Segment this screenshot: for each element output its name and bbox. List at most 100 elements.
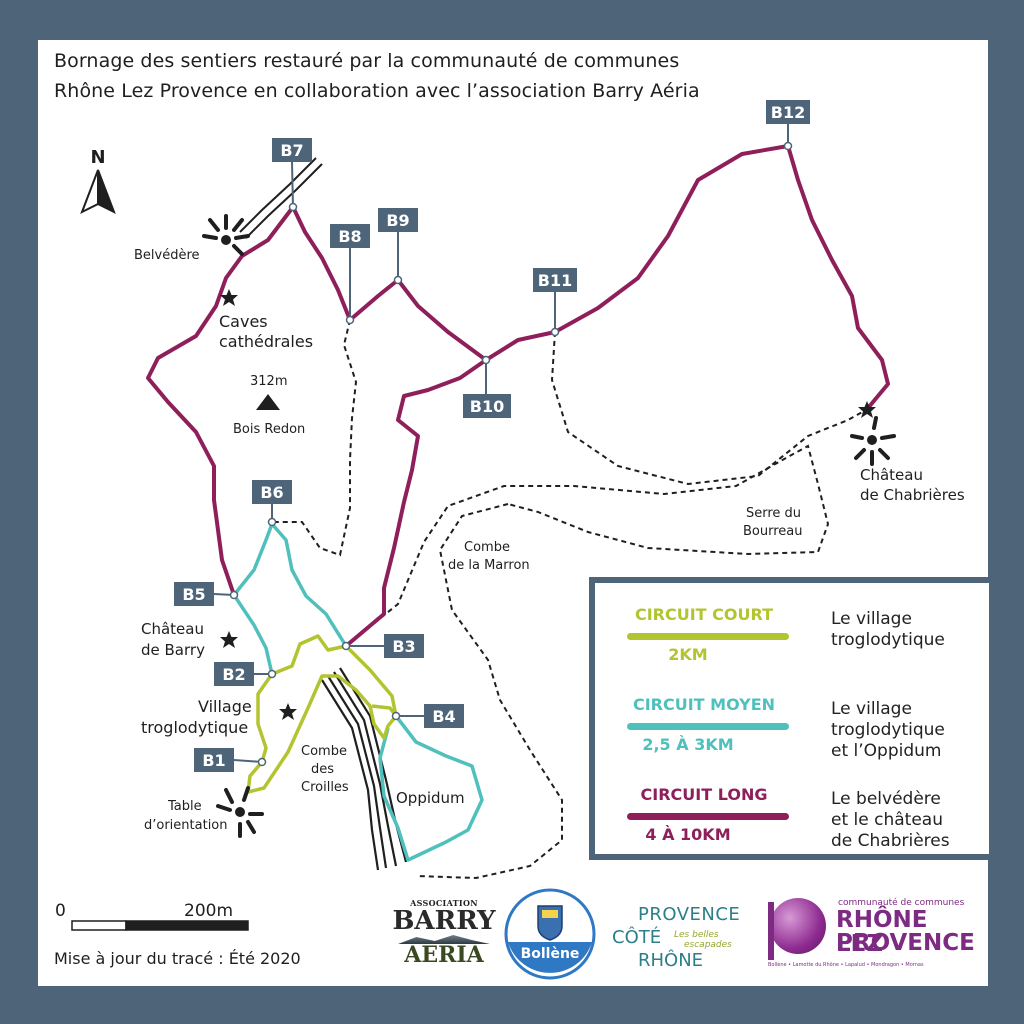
- legend-court-distance: 2KM: [668, 645, 708, 664]
- legend-long-distance: 4 À 10KM: [645, 825, 731, 844]
- marker-point: [783, 141, 793, 151]
- marker-box: [272, 138, 312, 162]
- barry-logo-line-1: ASSOCIATION: [410, 898, 478, 908]
- provence-line-2: CÔTÉ: [612, 927, 662, 948]
- legend-long-desc-1: Le belvédère: [831, 789, 941, 809]
- caves-star-icon: [220, 289, 238, 306]
- table-orientation-viewpoint-icon: [216, 786, 264, 838]
- marker-box: [424, 704, 464, 728]
- legend-moyen-swatch: [627, 723, 789, 730]
- marker-point: [393, 275, 403, 285]
- label-oppidum: Oppidum: [396, 789, 465, 807]
- marker-b11: B11: [533, 268, 577, 337]
- provence-line-3: RHÔNE: [638, 950, 704, 971]
- belvedere-viewpoint-icon: [202, 214, 250, 256]
- marker-label: B6: [260, 483, 283, 502]
- legend-court-swatch: [627, 633, 789, 640]
- place-labels: Belvédère Caves cathédrales 312m Bois Re…: [134, 248, 965, 833]
- marker-point: [267, 669, 277, 679]
- scale-start: 0: [55, 901, 66, 921]
- provence-tag-2: escapades: [684, 940, 732, 950]
- marker-label: B8: [338, 227, 361, 246]
- marker-point: [341, 641, 351, 651]
- track-b8-b6: [272, 319, 358, 557]
- marker-label: B1: [202, 751, 225, 770]
- legend-long-name: CIRCUIT LONG: [640, 785, 768, 804]
- label-croilles-2: des: [311, 762, 334, 777]
- marker-box: [766, 100, 810, 124]
- village-star-icon: [279, 703, 297, 720]
- circuit-moyen-path: [232, 522, 484, 862]
- legend-moyen-desc-1: Le village: [831, 699, 912, 719]
- marker-point: [550, 327, 560, 337]
- marker-b12: B12: [766, 100, 810, 151]
- north-label: N: [90, 147, 105, 168]
- dashed-tracks: [272, 319, 867, 880]
- marker-label: B2: [222, 665, 245, 684]
- marker-box: [194, 748, 234, 772]
- marker-label: B3: [392, 637, 415, 656]
- marker-b5: B5: [174, 582, 239, 606]
- legend-moyen-name: CIRCUIT MOYEN: [632, 695, 776, 714]
- marker-b9: B9: [378, 208, 418, 285]
- label-altitude: 312m: [250, 374, 287, 389]
- rlp-top: communauté de communes: [838, 898, 965, 908]
- scale-bar: 0 200m: [55, 901, 249, 931]
- star-icons: [220, 289, 876, 720]
- barry-logo-line-3: AÉRIA: [404, 942, 484, 968]
- marker-b8: B8: [330, 224, 370, 325]
- marker-box: [214, 662, 254, 686]
- barry-aeria-logo: ASSOCIATION BARRY AÉRIA: [392, 898, 496, 970]
- legend-court-desc-2: troglodytique: [831, 630, 945, 650]
- chabrieres-star-icon: [858, 401, 876, 418]
- marker-point: [229, 590, 239, 600]
- label-village-2: troglodytique: [141, 718, 248, 737]
- label-marron-1: Combe: [464, 540, 510, 555]
- legend-long-desc-3: de Chabrières: [831, 831, 950, 851]
- label-chateau-barry-1: Château: [141, 620, 204, 638]
- marker-label: B10: [470, 397, 504, 416]
- marker-point: [267, 517, 277, 527]
- legend-long-swatch: [627, 813, 789, 820]
- circuit-long-path: [146, 144, 890, 648]
- marker-box: [252, 480, 292, 504]
- marker-box: [330, 224, 370, 248]
- track-b11-chabrieres: [550, 331, 867, 486]
- marker-point: [391, 711, 401, 721]
- rlp-bracket-icon: [768, 902, 774, 960]
- track-marron: [415, 503, 563, 880]
- update-note: Mise à jour du tracé : Été 2020: [54, 949, 301, 968]
- legend-moyen-distance: 2,5 À 3KM: [642, 735, 734, 754]
- marker-box: [174, 582, 214, 606]
- rlp-line-2: PROVENCE: [836, 930, 975, 956]
- bollene-logo-text: Bollène: [521, 946, 580, 962]
- marker-point: [481, 355, 491, 365]
- marker-label: B12: [771, 103, 805, 122]
- label-croilles-3: Croilles: [301, 780, 349, 795]
- chabrieres-viewpoint-icon: [850, 416, 896, 466]
- bollene-logo: Bollène: [504, 888, 596, 980]
- provence-line-1: PROVENCE: [638, 904, 741, 925]
- legend-row-long: CIRCUIT LONG 4 À 10KM Le belvédère et le…: [595, 769, 989, 859]
- marker-point: [345, 315, 355, 325]
- scale-end: 200m: [184, 901, 233, 921]
- marker-box: [533, 268, 577, 292]
- label-caves-1: Caves: [219, 312, 268, 331]
- label-bois-redon: Bois Redon: [233, 422, 305, 437]
- north-arrow: N: [80, 147, 116, 215]
- rlp-bottom: Bollène • Lamotte du Rhône • Lapalud • M…: [768, 962, 924, 968]
- marker-box: [463, 394, 511, 418]
- legend-court-name: CIRCUIT COURT: [634, 605, 774, 624]
- legend-long-desc-2: et le château: [831, 810, 943, 830]
- legend-long-desc: Le belvédère et le château de Chabrières: [831, 789, 981, 852]
- marker-point: [257, 757, 267, 767]
- rlp-sphere-icon: [770, 898, 826, 954]
- label-marron-2: de la Marron: [448, 558, 530, 573]
- label-table-2: d’orientation: [144, 818, 228, 833]
- marker-label: B4: [432, 707, 455, 726]
- marker-b7: B7: [272, 138, 312, 212]
- legend-row-moyen: CIRCUIT MOYEN 2,5 À 3KM Le village trogl…: [595, 679, 989, 769]
- marker-label: B5: [182, 585, 205, 604]
- rlp-line-1: RHÔNE LEZ: [836, 907, 928, 957]
